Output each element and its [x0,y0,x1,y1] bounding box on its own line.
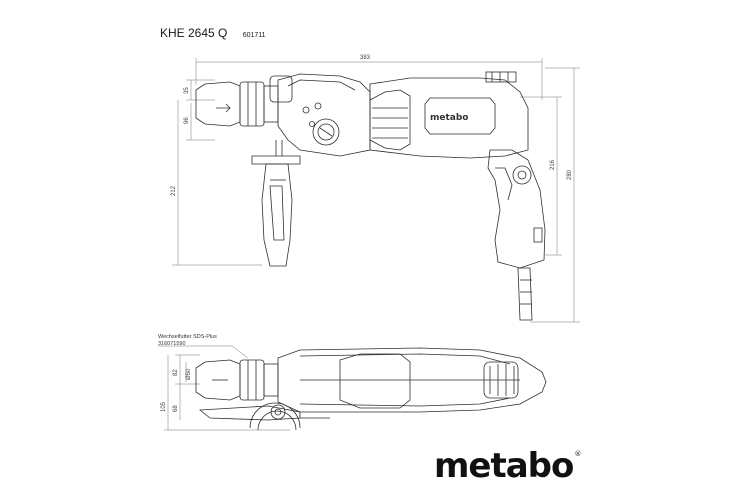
dim-length-text: 383 [360,55,371,61]
chuck-annotation-line2: 316071590 [158,341,186,347]
dim-chuck-height-text: 35 [184,87,190,94]
motor-housing-side [369,71,529,159]
dim-total-height-text: 280 [567,169,573,180]
dimension-length-lines [195,58,543,100]
registered-mark: ® [574,450,581,458]
chuck-side [195,81,279,127]
gear-housing-side [269,73,371,157]
dim-top-upper-text: 82 [173,369,179,376]
dim-upper-height-text: 96 [184,117,190,124]
logo-text: metabo [434,446,574,486]
model-name: KHE 2645 Q [160,26,228,40]
article-number: 601711 [242,32,266,39]
body-top [277,347,547,413]
dim-collar-text: Ø50 [186,368,192,380]
dim-top-total-text: 105 [161,401,167,412]
chuck-annotation-line1: Wechselfutter SDS-Plus [158,334,217,340]
product-title: KHE 2645 Q 601711 [160,26,266,40]
dim-handle-height-text: 212 [171,185,177,196]
dimension-left-lines [172,79,262,266]
top-view-dim-lines [158,345,290,431]
metabo-logo: metabo® [434,446,581,486]
rear-handle-side [487,149,546,321]
chuck-top [195,359,279,401]
aux-handle-top [198,402,330,431]
auxiliary-handle-side [251,140,301,267]
housing-brand-text: metabo [430,113,468,123]
dim-top-lower-text: 68 [173,405,179,412]
dimension-right-lines [520,67,580,323]
dim-body-height-text: 216 [550,159,556,170]
